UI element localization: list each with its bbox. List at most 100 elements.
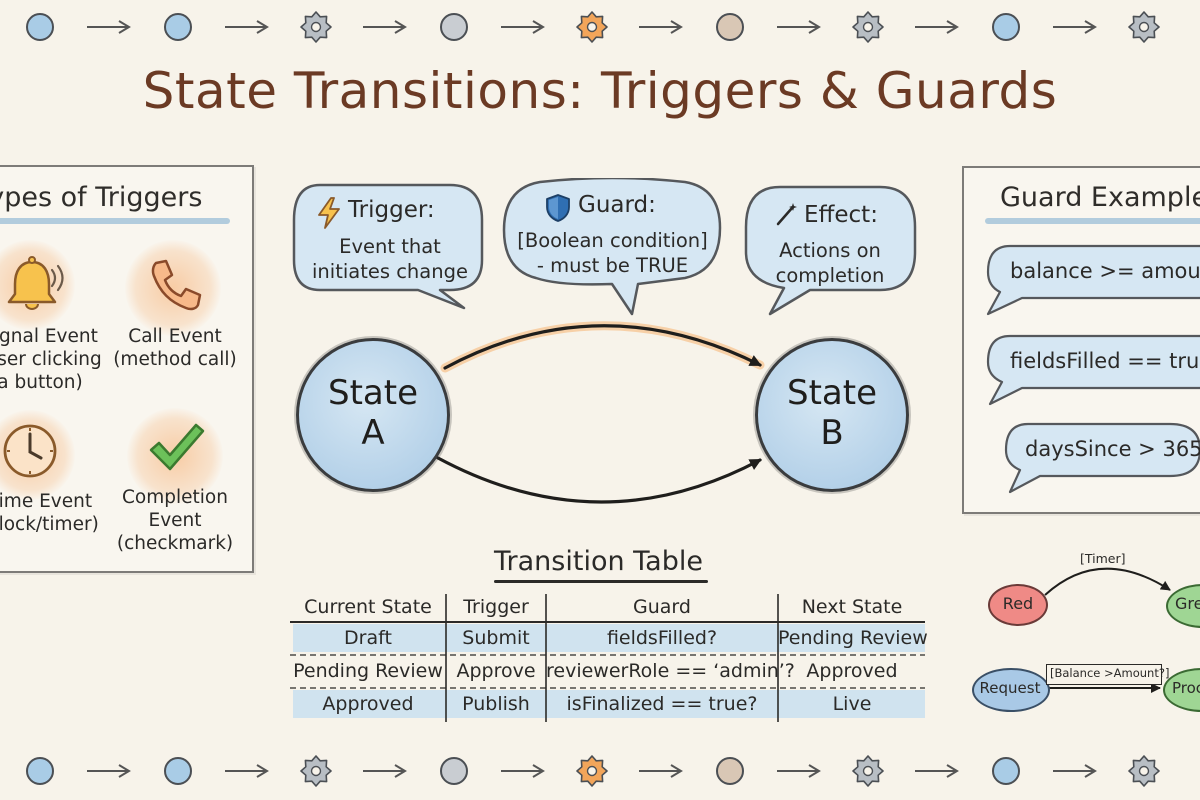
chain-arrow-icon [1053, 764, 1097, 778]
table-cell: Publish [462, 693, 530, 715]
state-b-node [755, 338, 909, 492]
chain-circle-icon [716, 13, 744, 41]
chain-circle-icon [716, 757, 744, 785]
lower-transition-arrow [436, 456, 762, 504]
chain-circle-icon [992, 757, 1020, 785]
table-cell: Pending Review [293, 660, 443, 682]
transition-table-title: Transition Table [494, 546, 703, 577]
table-header-guard: Guard [633, 596, 691, 618]
chain-arrow-icon [777, 20, 821, 34]
guard-examples-heading: Guard Examples [1000, 182, 1200, 213]
gear-icon [1128, 11, 1160, 43]
table-cell: Approve [456, 660, 536, 682]
gear-icon [576, 11, 608, 43]
gear-icon [576, 755, 608, 787]
request-state-label: Request [979, 679, 1041, 697]
chain-circle-icon [992, 13, 1020, 41]
state-b-label: State B [787, 373, 877, 453]
gear-icon [852, 11, 884, 43]
chain-circle-icon [440, 13, 468, 41]
chain-arrow-icon [639, 20, 683, 34]
table-cell: fieldsFilled? [606, 627, 718, 649]
chain-arrow-icon [501, 764, 545, 778]
table-cell: Submit [462, 627, 530, 649]
state-a-label: State A [328, 373, 418, 453]
chain-arrow-icon [225, 20, 269, 34]
guard-example-2: fieldsFilled == true? [1010, 349, 1200, 373]
effect-bubble-heading: Effect: [804, 202, 878, 228]
bell-icon [7, 256, 64, 310]
chain-arrow-icon [87, 764, 131, 778]
green-state-label: Green [1175, 594, 1200, 613]
guard-example-bubble-1 [986, 244, 1200, 316]
checkmark-icon [149, 423, 205, 471]
guard-example-3: daysSince > 365? [1025, 437, 1200, 461]
trigger-bubble-text: Event that initiates change [312, 235, 468, 283]
chain-circle-icon [26, 13, 54, 41]
transition-table-title-underline [494, 580, 708, 583]
gear-icon [300, 755, 332, 787]
guard-examples-underline [985, 218, 1200, 224]
balance-guard-label: [Balance >Amount?] [1050, 666, 1170, 680]
chain-arrow-icon [915, 764, 959, 778]
table-header-next-state: Next State [801, 596, 903, 618]
gear-icon [300, 11, 332, 43]
chain-arrow-icon [225, 764, 269, 778]
request-state-node [972, 668, 1050, 712]
chain-arrow-icon [915, 20, 959, 34]
guard-bubble-text: [Boolean condition] - must be TRUE [517, 229, 708, 277]
chain-circle-icon [26, 757, 54, 785]
trigger-bubble-heading: Trigger: [348, 197, 435, 223]
chain-arrow-icon [87, 20, 131, 34]
decorative-border-bottom [26, 755, 1160, 787]
chain-arrow-icon [777, 764, 821, 778]
chain-arrow-icon [639, 764, 683, 778]
chain-circle-icon [164, 757, 192, 785]
triggers-panel-heading: Types of Triggers [0, 182, 203, 213]
chain-arrow-icon [1053, 20, 1097, 34]
page-title: State Transitions: Triggers & Guards [142, 62, 1058, 120]
table-cell: Live [832, 693, 872, 715]
table-cell: Approved [322, 693, 414, 715]
chain-circle-icon [164, 13, 192, 41]
process-state-label: Process [1172, 679, 1200, 697]
table-cell: reviewerRole == ‘admin’? [546, 660, 795, 682]
guard-example-bubble-2 [986, 334, 1200, 406]
wand-icon [776, 203, 797, 226]
chain-arrow-icon [363, 764, 407, 778]
red-state-label: Red [1002, 594, 1034, 613]
table-cell: Draft [344, 627, 392, 649]
effect-bubble-text: Actions on completion [775, 239, 885, 287]
lightning-icon [318, 197, 340, 229]
red-state-node [988, 584, 1048, 626]
trigger-label-signal: Signal Event (user clicking a button) [0, 326, 102, 393]
gear-icon [1128, 755, 1160, 787]
trigger-label-time: Time Event (clock/timer) [0, 491, 99, 535]
trigger-bubble [292, 183, 484, 310]
guard-example-bubble-3 [1004, 422, 1200, 494]
balance-guard-box [1046, 664, 1162, 685]
trigger-label-call: Call Event (method call) [113, 326, 237, 370]
guard-example-1: balance >= amount? [1010, 259, 1200, 283]
chain-arrow-icon [363, 20, 407, 34]
trigger-label-completion: Completion Event (checkmark) [116, 487, 234, 554]
triggers-panel-underline [0, 218, 230, 224]
table-header-current-state: Current State [304, 596, 432, 618]
state-a-node [296, 338, 450, 492]
table-header-trigger: Trigger [463, 596, 529, 618]
table-cell: Approved [806, 660, 898, 682]
clock-icon [3, 424, 57, 478]
shield-icon [546, 194, 570, 222]
guard-bubble-heading: Guard: [578, 192, 656, 218]
phone-icon [151, 259, 202, 311]
table-cell: Pending Review [778, 627, 928, 649]
effect-bubble [744, 185, 917, 316]
triggers-panel [0, 165, 254, 573]
timer-label: [Timer] [1080, 551, 1126, 566]
decorative-border-top [26, 11, 1160, 43]
phone-glow [125, 240, 221, 336]
gear-icon [852, 755, 884, 787]
table-cell: isFinalized == true? [566, 693, 758, 715]
